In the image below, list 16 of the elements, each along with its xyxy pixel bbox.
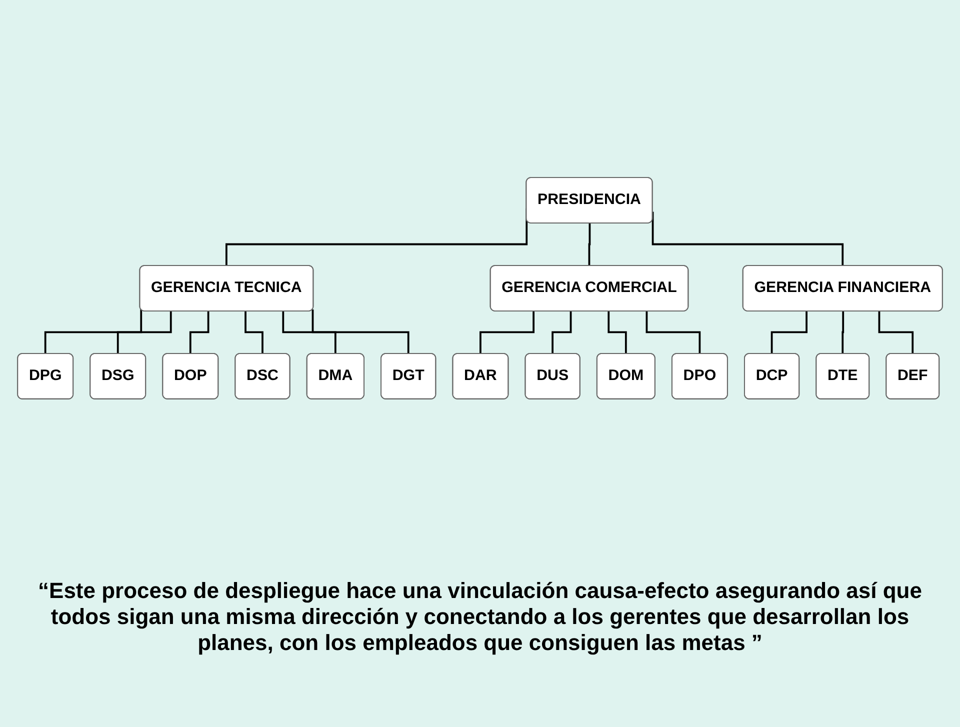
- connector: [552, 311, 572, 355]
- connector: [480, 311, 535, 355]
- connector: [608, 311, 628, 355]
- connector: [646, 311, 702, 355]
- connector: [588, 223, 591, 267]
- connector: [244, 311, 264, 355]
- connector: [282, 311, 337, 355]
- connector: [116, 311, 172, 355]
- connector: [842, 311, 844, 355]
- caption: “Este proceso de despliegue hace una vinculación causa-efecto asegurando así que todos sigan una misma dirección y conectando a los gerentes que desarrollan los planes, con los empleados que consiguen las metas ”: [37, 578, 923, 656]
- connector: [312, 309, 410, 355]
- connector: [878, 311, 914, 355]
- connector: [189, 311, 210, 355]
- connector: [770, 311, 808, 355]
- connector: [652, 211, 844, 267]
- connector: [44, 309, 142, 355]
